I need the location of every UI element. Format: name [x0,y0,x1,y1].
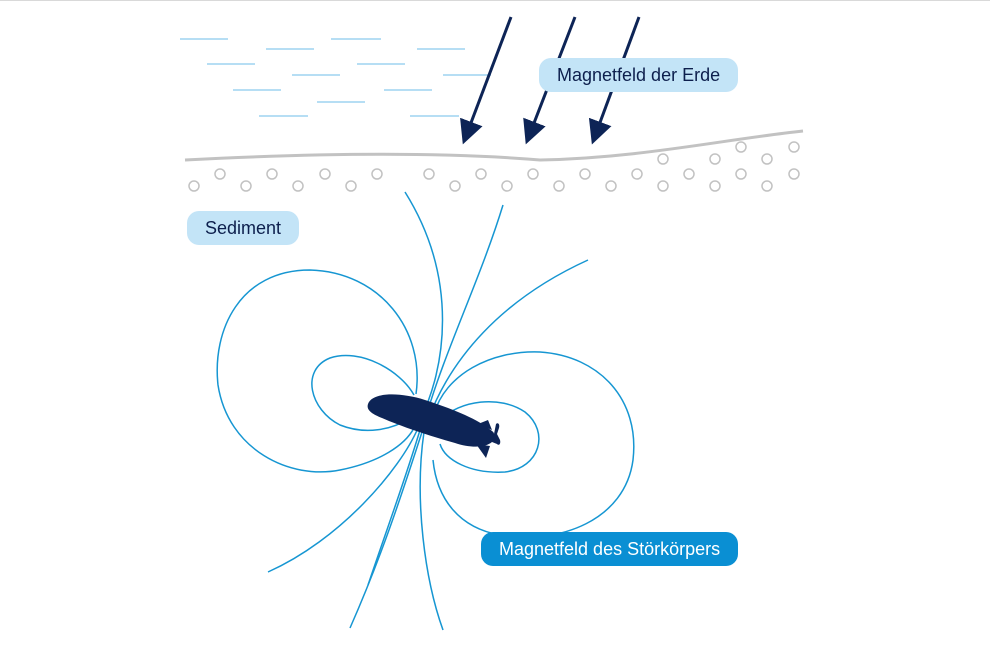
top-border [0,0,990,1]
object-field-label: Magnetfeld des Störkörpers [481,532,739,566]
water-waves [180,38,491,117]
object-field-lines [216,191,635,631]
torpedo-object-icon [367,394,501,458]
seabed-line [184,129,804,162]
sediment-label: Sediment [187,211,300,245]
sediment-particles [188,141,800,192]
earth-field-label: Magnetfeld der Erde [539,58,739,92]
